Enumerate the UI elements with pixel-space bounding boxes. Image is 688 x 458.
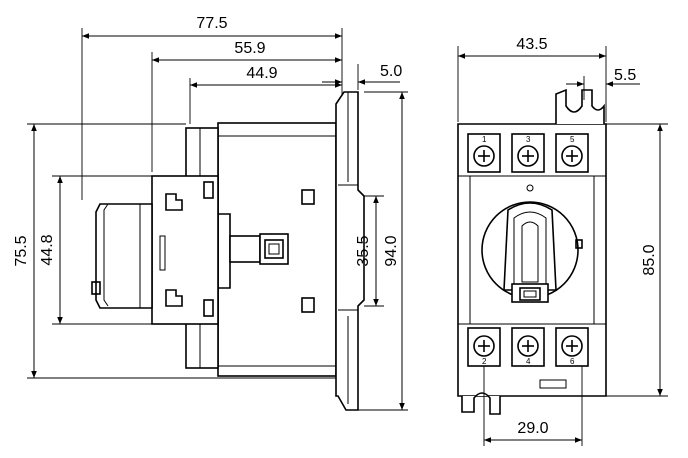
dim-depth-to-handle: 55.9	[234, 40, 265, 57]
side-handle-block	[151, 175, 231, 325]
front-bottom-mount	[461, 379, 567, 415]
terminal-screw	[473, 335, 495, 357]
terminal-label: 4	[526, 357, 531, 366]
front-rotary-handle	[481, 201, 583, 303]
side-dimension-labels: 77.5 55.9 44.9 5.0 75.5 44.8 35.5 94.0	[13, 15, 402, 267]
terminal-screw	[561, 335, 583, 357]
dim-handle-height: 44.8	[39, 234, 56, 265]
front-view: 1 3 5	[457, 36, 668, 446]
dim-rail-slot: 35.5	[355, 235, 372, 266]
side-view: 77.5 55.9 44.9 5.0 75.5 44.8 35.5 94.0	[13, 15, 408, 411]
front-terminals-top: 1 3 5	[467, 133, 589, 173]
dim-height: 85.0	[641, 244, 658, 275]
terminal-label: 2	[482, 357, 487, 366]
dim-depth-to-body: 44.9	[246, 65, 277, 82]
side-dimension-lines	[31, 33, 405, 410]
dim-width: 43.5	[516, 36, 547, 53]
dim-terminal-pitch: 29.0	[517, 420, 548, 437]
dim-mount-slot: 5.5	[614, 67, 636, 84]
front-top-mount	[555, 88, 605, 124]
front-terminals-bottom: 2 4 6	[467, 327, 589, 367]
dim-overall-height: 94.0	[383, 235, 400, 266]
terminal-label: 1	[482, 135, 487, 144]
terminal-screw	[561, 145, 583, 167]
dim-height-with-mount: 75.5	[13, 235, 30, 266]
front-dimension-lines	[458, 53, 663, 443]
terminal-label: 6	[570, 357, 575, 366]
terminal-label: 3	[526, 135, 531, 144]
front-dimension-labels: 43.5 5.5 85.0 29.0	[516, 36, 658, 437]
terminal-screw	[517, 145, 539, 167]
side-rail-clip	[335, 91, 365, 411]
terminal-screw	[473, 145, 495, 167]
terminal-screw	[517, 335, 539, 357]
side-knob	[91, 203, 153, 309]
terminal-label: 5	[570, 135, 575, 144]
side-latch	[229, 233, 289, 265]
dim-overall-depth: 77.5	[196, 15, 227, 32]
dim-rail-width: 5.0	[380, 63, 402, 80]
